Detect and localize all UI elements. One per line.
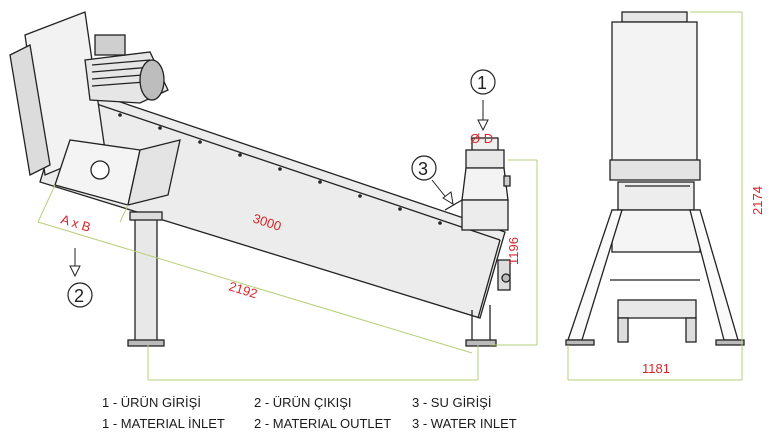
water-inlet-tower bbox=[444, 137, 511, 231]
dim-1196: 1196 bbox=[506, 237, 521, 265]
left-support-leg bbox=[127, 211, 165, 347]
callout-3: 3 bbox=[411, 155, 454, 205]
callout-2-label: 2 bbox=[74, 286, 84, 306]
side-view bbox=[9, 11, 511, 347]
callout-1: 1 bbox=[470, 69, 496, 132]
trough-bolts bbox=[118, 113, 442, 225]
drive-plate bbox=[9, 44, 51, 176]
legend-tr-3: 3 - SU GİRİŞİ bbox=[412, 395, 491, 410]
dim-2174: 2174 bbox=[750, 186, 765, 215]
inlet-hopper bbox=[54, 139, 181, 206]
callout-3-label: 3 bbox=[418, 159, 428, 179]
motor bbox=[84, 34, 169, 104]
legend-en-2: 2 - MATERIAL OUTLET bbox=[254, 416, 391, 431]
trough-top-edge bbox=[69, 94, 501, 241]
screw-trough bbox=[39, 84, 506, 319]
front-upper-body bbox=[611, 21, 698, 168]
lower-end-flange bbox=[477, 239, 511, 319]
callout-1-label: 1 bbox=[477, 73, 487, 93]
legend-en-3: 3 - WATER INLET bbox=[412, 416, 517, 431]
dim-od: Ø D bbox=[470, 131, 493, 146]
legend-en-1: 1 - MATERIAL İNLET bbox=[102, 416, 225, 431]
legend: 1 - ÜRÜN GİRİŞİ 2 - ÜRÜN ÇIKIŞI 3 - SU G… bbox=[102, 395, 517, 431]
side-dimension-lines bbox=[37, 159, 538, 381]
callout-2: 2 bbox=[67, 248, 93, 308]
dim-1181: 1181 bbox=[642, 361, 670, 376]
front-base-block bbox=[617, 299, 697, 319]
legend-tr-1: 1 - ÜRÜN GİRİŞİ bbox=[102, 395, 201, 410]
front-left-leg bbox=[567, 209, 623, 341]
front-band bbox=[609, 159, 701, 181]
dim-axb: A x B bbox=[59, 212, 92, 235]
front-view bbox=[565, 11, 745, 346]
right-support-leg bbox=[465, 305, 497, 347]
front-top-cap bbox=[621, 11, 688, 23]
front-lower-body bbox=[611, 209, 701, 253]
legend-tr-2: 2 - ÜRÜN ÇIKIŞI bbox=[254, 395, 352, 410]
dim-2192: 2192 bbox=[227, 279, 259, 302]
front-right-leg bbox=[689, 209, 739, 341]
front-dimension-lines bbox=[567, 11, 743, 381]
